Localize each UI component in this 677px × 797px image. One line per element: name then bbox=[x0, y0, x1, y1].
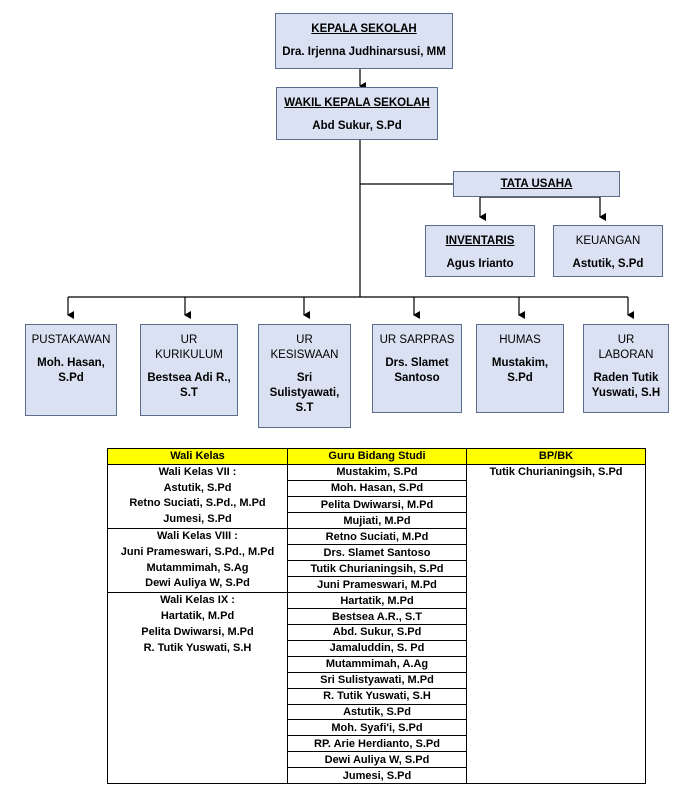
wakil-kepala-box: WAKIL KEPALA SEKOLAH Abd Sukur, S.Pd bbox=[276, 87, 438, 140]
table-row: Astutik, S.Pd bbox=[108, 703, 646, 721]
humas-title: HUMAS bbox=[499, 334, 541, 346]
wali-kelas-entry: Wali Kelas IX : bbox=[160, 594, 235, 607]
guru-bidang-studi-cell: Drs. Slamet Santoso bbox=[287, 544, 467, 562]
guru-bidang-studi-cell: Jumesi, S.Pd bbox=[287, 767, 467, 784]
kepala-sekolah-name: Dra. Irjenna Judhinarsusi, MM bbox=[282, 46, 446, 58]
table-row: Mutammimah, A.Ag bbox=[108, 655, 646, 673]
inventaris-name: Agus Irianto bbox=[446, 258, 514, 270]
sarpras-box: UR SARPRAS Drs. Slamet Santoso bbox=[372, 324, 462, 413]
kurikulum-box: UR KURIKULUM Bestsea Adi R., S.T bbox=[140, 324, 238, 416]
inventaris-box: INVENTARIS Agus Irianto bbox=[425, 225, 535, 277]
table-row: Juni Prameswari, M.Pd bbox=[108, 576, 646, 594]
kurikulum-title: UR KURIKULUM bbox=[155, 334, 223, 361]
tata-usaha-box: TATA USAHA bbox=[453, 171, 620, 197]
guru-bidang-studi-cell: Tutik Churianingsih, S.Pd bbox=[287, 560, 467, 578]
table-row: Jumesi, S.Pd bbox=[108, 767, 646, 784]
guru-bidang-studi-cell: Mujiati, M.Pd bbox=[287, 512, 467, 530]
pustakawan-name: Moh. Hasan, S.Pd bbox=[37, 357, 105, 384]
guru-bidang-studi-cell: Hartatik, M.Pd bbox=[287, 592, 467, 610]
guru-bidang-studi-cell: Juni Prameswari, M.Pd bbox=[287, 576, 467, 594]
guru-bidang-studi-cell: Moh. Hasan, S.Pd bbox=[287, 479, 467, 497]
guru-bidang-studi-cell: RP. Arie Herdianto, S.Pd bbox=[287, 735, 467, 753]
guru-bidang-studi-cell: Pelita Dwiwarsi, M.Pd bbox=[287, 495, 467, 514]
kepala-sekolah-title: KEPALA SEKOLAH bbox=[311, 23, 417, 35]
laboran-title: UR LABORAN bbox=[598, 334, 654, 361]
wali-kelas-entry: Hartatik, M.Pd bbox=[160, 610, 235, 623]
laboran-box: UR LABORAN Raden Tutik Yuswati, S.H bbox=[583, 324, 669, 413]
table-row: RP. Arie Herdianto, S.Pd bbox=[108, 735, 646, 753]
table-row: Pelita Dwiwarsi, M.Pd bbox=[108, 495, 646, 514]
wali-kelas-entry: Wali Kelas VIII : bbox=[157, 530, 238, 543]
pustakawan-box: PUSTAKAWAN Moh. Hasan, S.Pd bbox=[25, 324, 117, 416]
header-bp-bk: BP/BK bbox=[466, 448, 646, 465]
laboran-name: Raden Tutik Yuswati, S.H bbox=[591, 372, 661, 399]
kepala-sekolah-box: KEPALA SEKOLAH Dra. Irjenna Judhinarsusi… bbox=[275, 13, 453, 69]
guru-bidang-studi-cell: Moh. Syafi'i, S.Pd bbox=[287, 719, 467, 737]
wakil-kepala-title: WAKIL KEPALA SEKOLAH bbox=[284, 97, 430, 109]
keuangan-title: KEUANGAN bbox=[575, 235, 641, 247]
kurikulum-name: Bestsea Adi R., S.T bbox=[147, 372, 231, 399]
wali-kelas-entry: Jumesi, S.Pd bbox=[163, 513, 232, 526]
guru-bidang-studi-cell: Abd. Sukur, S.Pd bbox=[287, 624, 467, 641]
keuangan-box: KEUANGAN Astutik, S.Pd bbox=[553, 225, 663, 277]
wali-kelas-entry: Astutik, S.Pd bbox=[163, 481, 232, 494]
wali-kelas-entry: Mutammimah, S.Ag bbox=[146, 561, 249, 574]
guru-bidang-studi-cell: Retno Suciati, M.Pd bbox=[287, 528, 467, 546]
inventaris-title: INVENTARIS bbox=[445, 235, 515, 247]
wali-kelas-entry: Retno Suciati, S.Pd., M.Pd bbox=[129, 497, 266, 510]
table-row: Drs. Slamet Santoso bbox=[108, 544, 646, 562]
guru-bidang-studi-cell: Astutik, S.Pd bbox=[287, 703, 467, 721]
guru-bidang-studi-cell: Jamaluddin, S. Pd bbox=[287, 639, 467, 657]
header-wali-kelas: Wali Kelas bbox=[107, 448, 288, 465]
guru-bidang-studi-cell: Dewi Auliya W, S.Pd bbox=[287, 751, 467, 769]
wali-kelas-entry: Pelita Dwiwarsi, M.Pd bbox=[141, 625, 254, 638]
kesiswaan-box: UR KESISWAAN Sri Sulistyawati, S.T bbox=[258, 324, 351, 428]
humas-name: Mustakim, S.Pd bbox=[491, 357, 549, 384]
bp-bk-name: Tutik Churianingsih, S.Pd bbox=[489, 465, 623, 478]
wali-kelas-entry: R. Tutik Yuswati, S.H bbox=[143, 641, 252, 654]
guru-bidang-studi-cell: R. Tutik Yuswati, S.H bbox=[287, 687, 467, 705]
bp-bk-cell: Tutik Churianingsih, S.Pd bbox=[466, 463, 646, 784]
guru-bidang-studi-cell: Mutammimah, A.Ag bbox=[287, 655, 467, 673]
keuangan-name: Astutik, S.Pd bbox=[572, 258, 644, 270]
kesiswaan-name: Sri Sulistyawati, S.T bbox=[269, 372, 340, 414]
wali-kelas-entry: Juni Prameswari, S.Pd., M.Pd bbox=[120, 545, 275, 558]
pustakawan-title: PUSTAKAWAN bbox=[31, 334, 111, 346]
guru-bidang-studi-cell: Mustakim, S.Pd bbox=[287, 463, 467, 481]
sarpras-name: Drs. Slamet Santoso bbox=[385, 357, 449, 384]
staff-table: Wali Kelas Guru Bidang Studi BP/BK Wali … bbox=[107, 448, 646, 784]
wali-kelas-entry: Wali Kelas VII : bbox=[158, 465, 237, 478]
table-row: R. Tutik Yuswati, S.H bbox=[108, 687, 646, 705]
sarpras-title: UR SARPRAS bbox=[379, 334, 455, 346]
guru-bidang-studi-cell: Bestsea A.R., S.T bbox=[287, 608, 467, 626]
wali-kelas-entry: Dewi Auliya W, S.Pd bbox=[145, 577, 250, 590]
header-guru-bidang-studi: Guru Bidang Studi bbox=[287, 448, 467, 465]
guru-bidang-studi-cell: Sri Sulistyawati, M.Pd bbox=[287, 671, 467, 689]
wali-kelas-group-2: Wali Kelas VIII : Juni Prameswari, S.Pd.,… bbox=[107, 528, 288, 594]
humas-box: HUMAS Mustakim, S.Pd bbox=[476, 324, 564, 413]
wakil-kepala-name: Abd Sukur, S.Pd bbox=[312, 120, 402, 132]
tata-usaha-title: TATA USAHA bbox=[500, 178, 573, 190]
kesiswaan-title: UR KESISWAAN bbox=[270, 334, 339, 361]
